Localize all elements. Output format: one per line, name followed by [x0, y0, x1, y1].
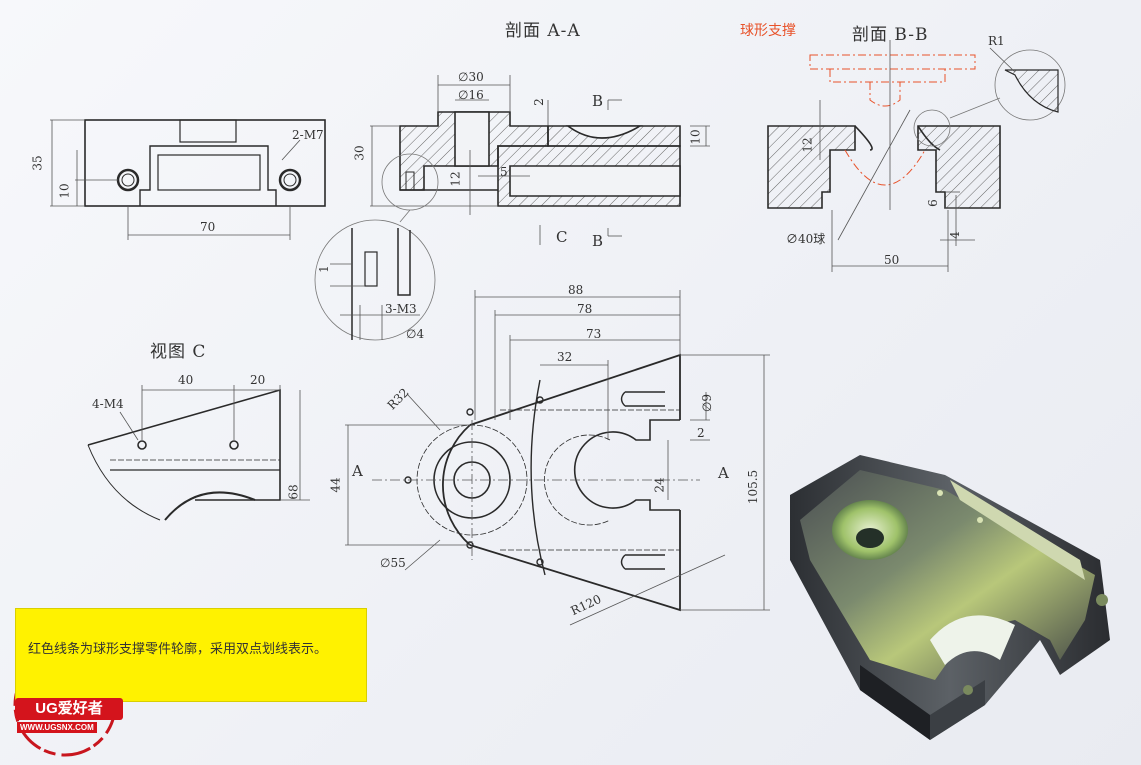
dim-plan-32: 32	[557, 350, 573, 364]
dim-front-10: 10	[57, 183, 72, 199]
section-aa-view	[370, 75, 710, 245]
dim-plan-dia55: ∅55	[380, 556, 406, 570]
section-bb-title: 剖面 B-B	[852, 25, 929, 45]
ball-support-label: 球形支撑	[740, 23, 796, 39]
dim-detail-1: 1	[316, 265, 331, 273]
dim-bb-6: 6	[925, 199, 940, 207]
dim-plan-78: 78	[577, 302, 593, 316]
dim-plan-24: 24	[652, 477, 667, 493]
dim-aa-5: 5	[500, 165, 508, 179]
plan-view	[345, 290, 770, 626]
label-b-top: B	[592, 92, 605, 110]
label-c: C	[556, 228, 569, 246]
site-logo: UG爱好者 WWW.UGSNX.COM	[5, 648, 125, 760]
dim-plan-dia9: ∅9	[700, 393, 715, 413]
detail-view	[314, 209, 436, 341]
dim-front-35: 35	[30, 155, 45, 171]
label-a-right: A	[718, 464, 730, 482]
dim-aa-30: 30	[352, 145, 367, 161]
dim-aa-2: 2	[531, 98, 546, 106]
view-c	[87, 385, 310, 521]
dim-front-70: 70	[200, 220, 216, 234]
dim-bb-50: 50	[884, 253, 900, 267]
dim-c-20: 20	[250, 373, 266, 387]
dim-aa-dia30: ∅30	[458, 70, 484, 84]
dim-bb-4: 4	[947, 231, 962, 239]
dim-bb-12: 12	[800, 137, 815, 153]
dim-plan-73: 73	[586, 327, 602, 341]
front-view	[50, 119, 326, 240]
dim-detail-thread: 3-M3	[385, 302, 417, 316]
dim-plan-105-5: 105.5	[746, 469, 761, 505]
dim-bb-dia40-ball: ∅40球	[786, 232, 826, 246]
dim-c-40: 40	[178, 373, 194, 387]
view-c-title: 视图 C	[150, 342, 207, 362]
label-a-left: A	[352, 462, 364, 480]
logo-url: WWW.UGSNX.COM	[17, 722, 97, 733]
label-b-bottom: B	[592, 232, 605, 250]
dim-bb-r1: R1	[988, 34, 1005, 48]
note-box: 红色线条为球形支撑零件轮廓，采用双点划线表示。	[15, 608, 367, 702]
logo-brand: UG爱好者	[15, 698, 123, 720]
dim-front-thread: 2-M7	[292, 128, 324, 142]
dim-detail-dia4: ∅4	[406, 327, 425, 341]
dim-plan-88: 88	[568, 283, 584, 297]
section-bb-view	[767, 40, 1066, 272]
dim-aa-dia16: ∅16	[458, 88, 484, 102]
section-aa-title: 剖面 A-A	[505, 21, 581, 41]
dim-aa-12: 12	[448, 171, 463, 187]
dim-c-68: 68	[286, 484, 301, 500]
dim-plan-44: 44	[328, 477, 343, 493]
dim-plan-2: 2	[697, 426, 705, 440]
dim-aa-10: 10	[688, 129, 703, 145]
note-text: 红色线条为球形支撑零件轮廓，采用双点划线表示。	[28, 642, 328, 657]
render-3d	[790, 455, 1110, 740]
dim-c-thread: 4-M4	[92, 397, 124, 411]
